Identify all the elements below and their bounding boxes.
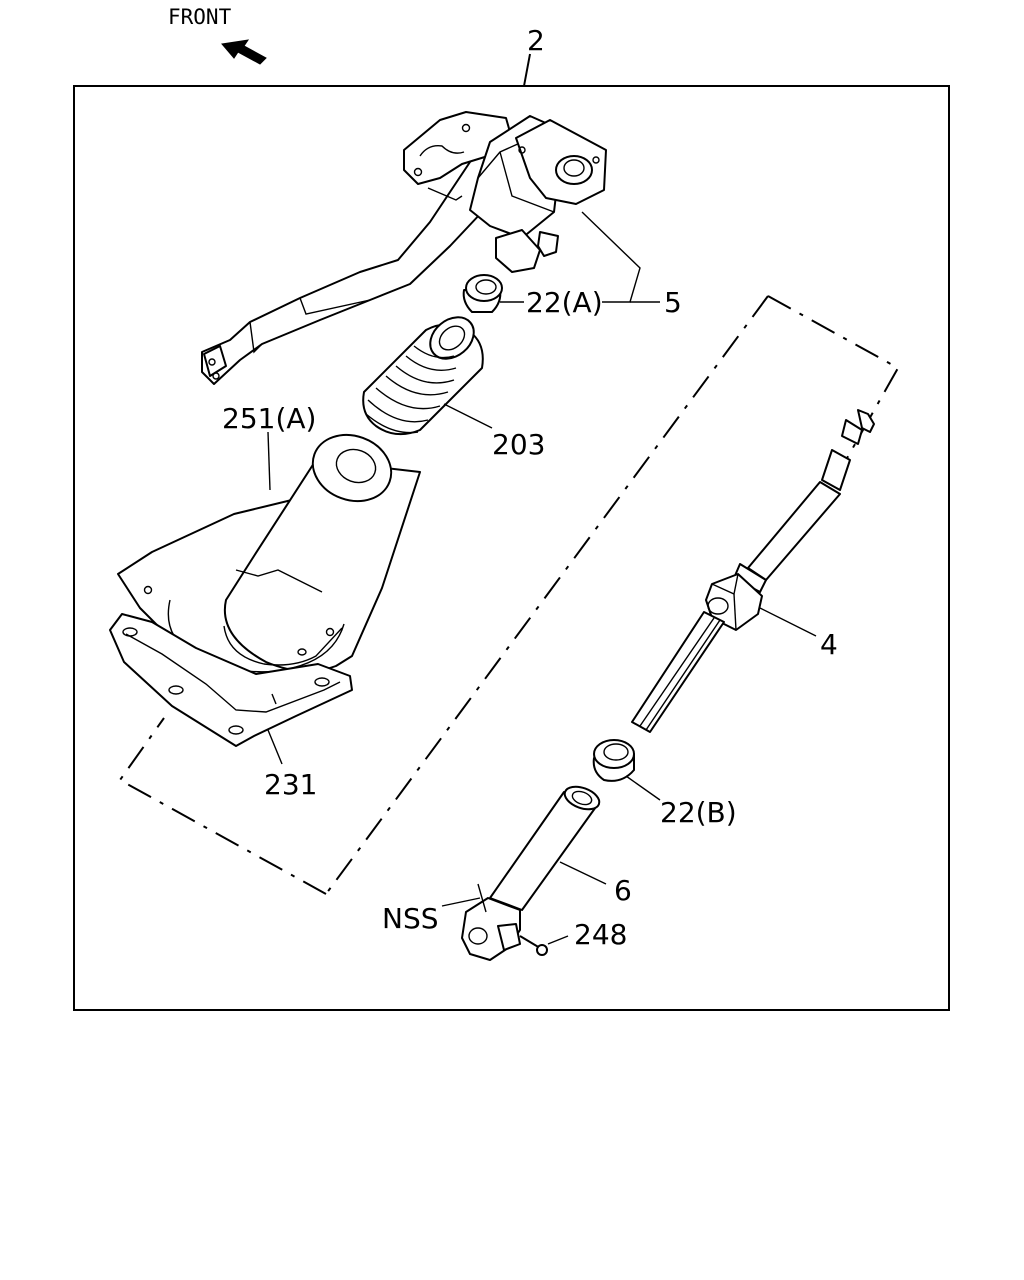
column-bracket-part <box>201 111 607 385</box>
lower-boot-part <box>109 613 353 747</box>
leader-4 <box>759 607 817 637</box>
assembly-boundary-box <box>73 85 950 1011</box>
arrow-up-left-icon <box>221 39 267 65</box>
bushing-b-part <box>592 739 635 782</box>
leader-203 <box>443 403 493 429</box>
assembly-leader-line <box>523 53 531 87</box>
callout-231: 231 <box>264 768 317 801</box>
leader-231 <box>267 729 283 765</box>
leader-nss <box>441 897 481 907</box>
leader-251a <box>267 431 271 491</box>
diagonal-group-line <box>325 295 769 895</box>
assembly-number-label: 2 <box>527 24 545 57</box>
callout-248: 248 <box>574 918 627 951</box>
front-label: FRONT <box>168 5 232 29</box>
dust-boot-part <box>362 316 484 436</box>
callout-4: 4 <box>820 628 838 661</box>
leader-6 <box>559 861 607 885</box>
callout-nss: NSS <box>382 902 439 935</box>
shift-boot-part <box>117 433 421 701</box>
callout-22a: 22(A) <box>526 286 603 319</box>
leader-5-upper <box>581 211 641 303</box>
leader-248 <box>547 935 569 945</box>
callout-22b: 22(B) <box>660 796 737 829</box>
callout-251a: 251(A) <box>222 402 316 435</box>
boot-group-line <box>118 717 327 895</box>
bushing-a-part <box>462 274 503 313</box>
callout-203: 203 <box>492 428 545 461</box>
leader-nss-tick <box>477 883 487 913</box>
callout-6: 6 <box>614 874 632 907</box>
bolt-part <box>519 935 548 956</box>
shaft-group-line <box>767 295 900 461</box>
steering-shaft-part <box>631 409 875 733</box>
leader-22b <box>625 775 661 801</box>
callout-5: 5 <box>664 286 682 319</box>
intermediate-shaft-part <box>461 785 601 961</box>
